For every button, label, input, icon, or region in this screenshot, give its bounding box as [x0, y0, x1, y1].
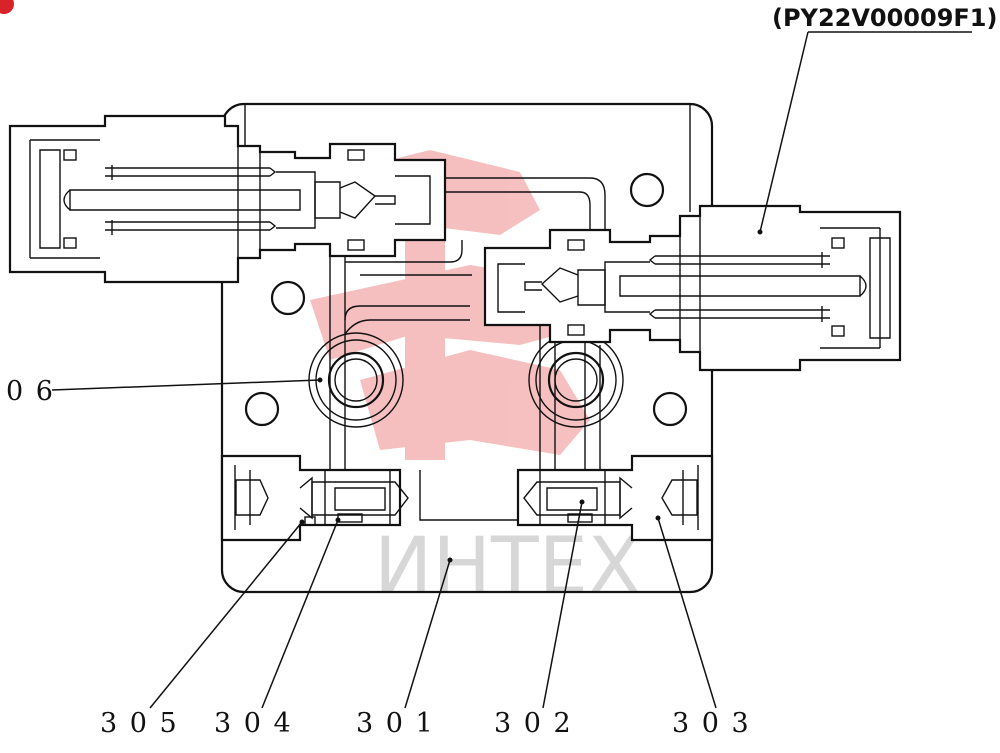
callout-302: 3 0 2 [494, 708, 573, 739]
port-hole-mid-left [270, 280, 306, 316]
callout-301: 3 0 1 [356, 708, 435, 739]
reference-code-label: (PY22V00009F1) [772, 4, 997, 32]
solenoid-valve-right [483, 204, 902, 372]
lower-assembly-right [516, 454, 714, 542]
solenoid-valve-left [8, 114, 447, 284]
port-hole-top-right [629, 172, 665, 208]
port-hole-lower-left [244, 391, 280, 427]
corner-badge-icon [0, 0, 14, 14]
callout-06: 0 6 [6, 376, 55, 407]
watermark-text: ИНТЕХ [374, 522, 641, 612]
leader-lines [51, 31, 809, 709]
callout-305: 3 0 5 [100, 708, 179, 739]
callout-304: 3 0 4 [214, 708, 293, 739]
port-hole-lower-right [652, 391, 688, 427]
callout-303: 3 0 3 [672, 708, 751, 739]
internal-passages [329, 177, 606, 521]
lower-assembly-left [220, 454, 409, 542]
